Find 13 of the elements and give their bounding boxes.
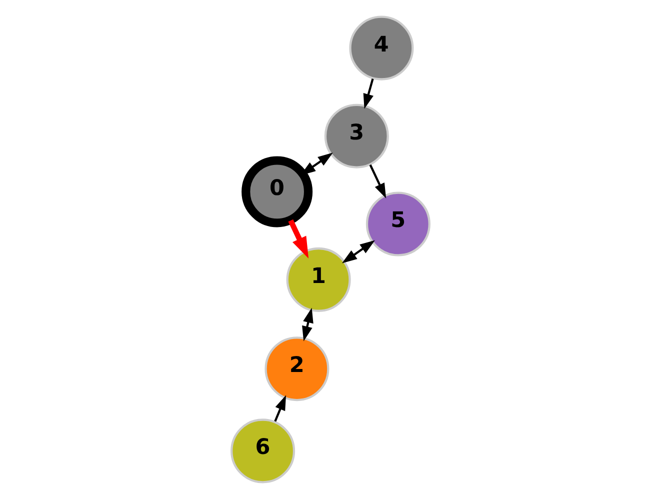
node-circle: 3: [324, 104, 388, 168]
node-circle: 0: [241, 156, 312, 228]
node-circle: 2: [264, 336, 329, 402]
arrow: [368, 164, 386, 198]
arrow: [274, 395, 286, 422]
node-circle: 6: [230, 418, 295, 484]
node-circle: 5: [365, 192, 430, 256]
arrow: [302, 308, 313, 342]
node-circle: 1: [286, 247, 350, 312]
arrow: [288, 219, 308, 258]
node-circle: 4: [348, 16, 414, 80]
arrow: [362, 78, 374, 109]
arrow: [341, 240, 374, 264]
